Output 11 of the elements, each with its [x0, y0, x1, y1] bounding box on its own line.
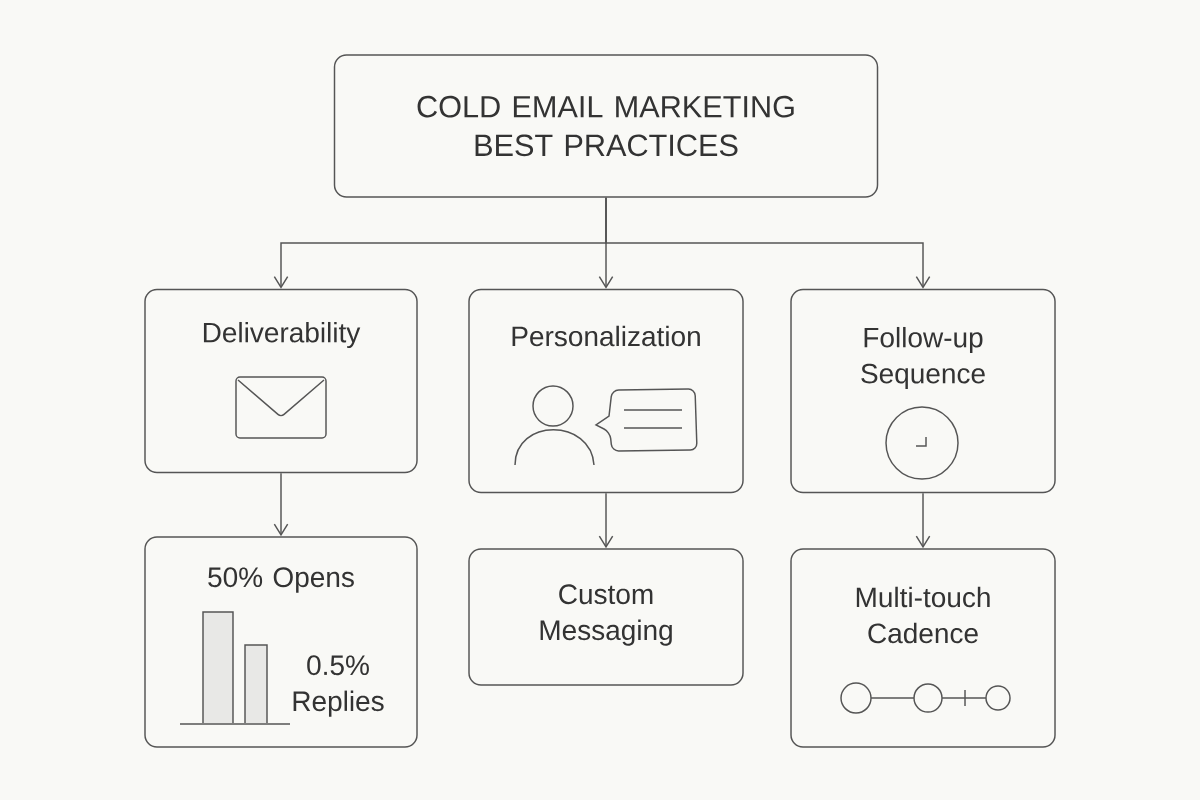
title-box: COLD EMAIL MARKETING BEST PRACTICES — [333, 54, 879, 198]
result-box: Multi-touch Cadence — [790, 548, 1056, 748]
arrow — [598, 492, 614, 549]
result-box: Custom Messaging — [468, 548, 744, 686]
category-box: Follow-up Sequence — [790, 288, 1056, 494]
arrow — [915, 492, 931, 549]
category-box: Personalization — [468, 288, 744, 494]
arrow — [273, 472, 289, 537]
arrow — [605, 197, 931, 289]
category-box: Deliverability — [144, 288, 418, 474]
stat-box: 50% Opens 0.5% Replies — [144, 536, 418, 748]
